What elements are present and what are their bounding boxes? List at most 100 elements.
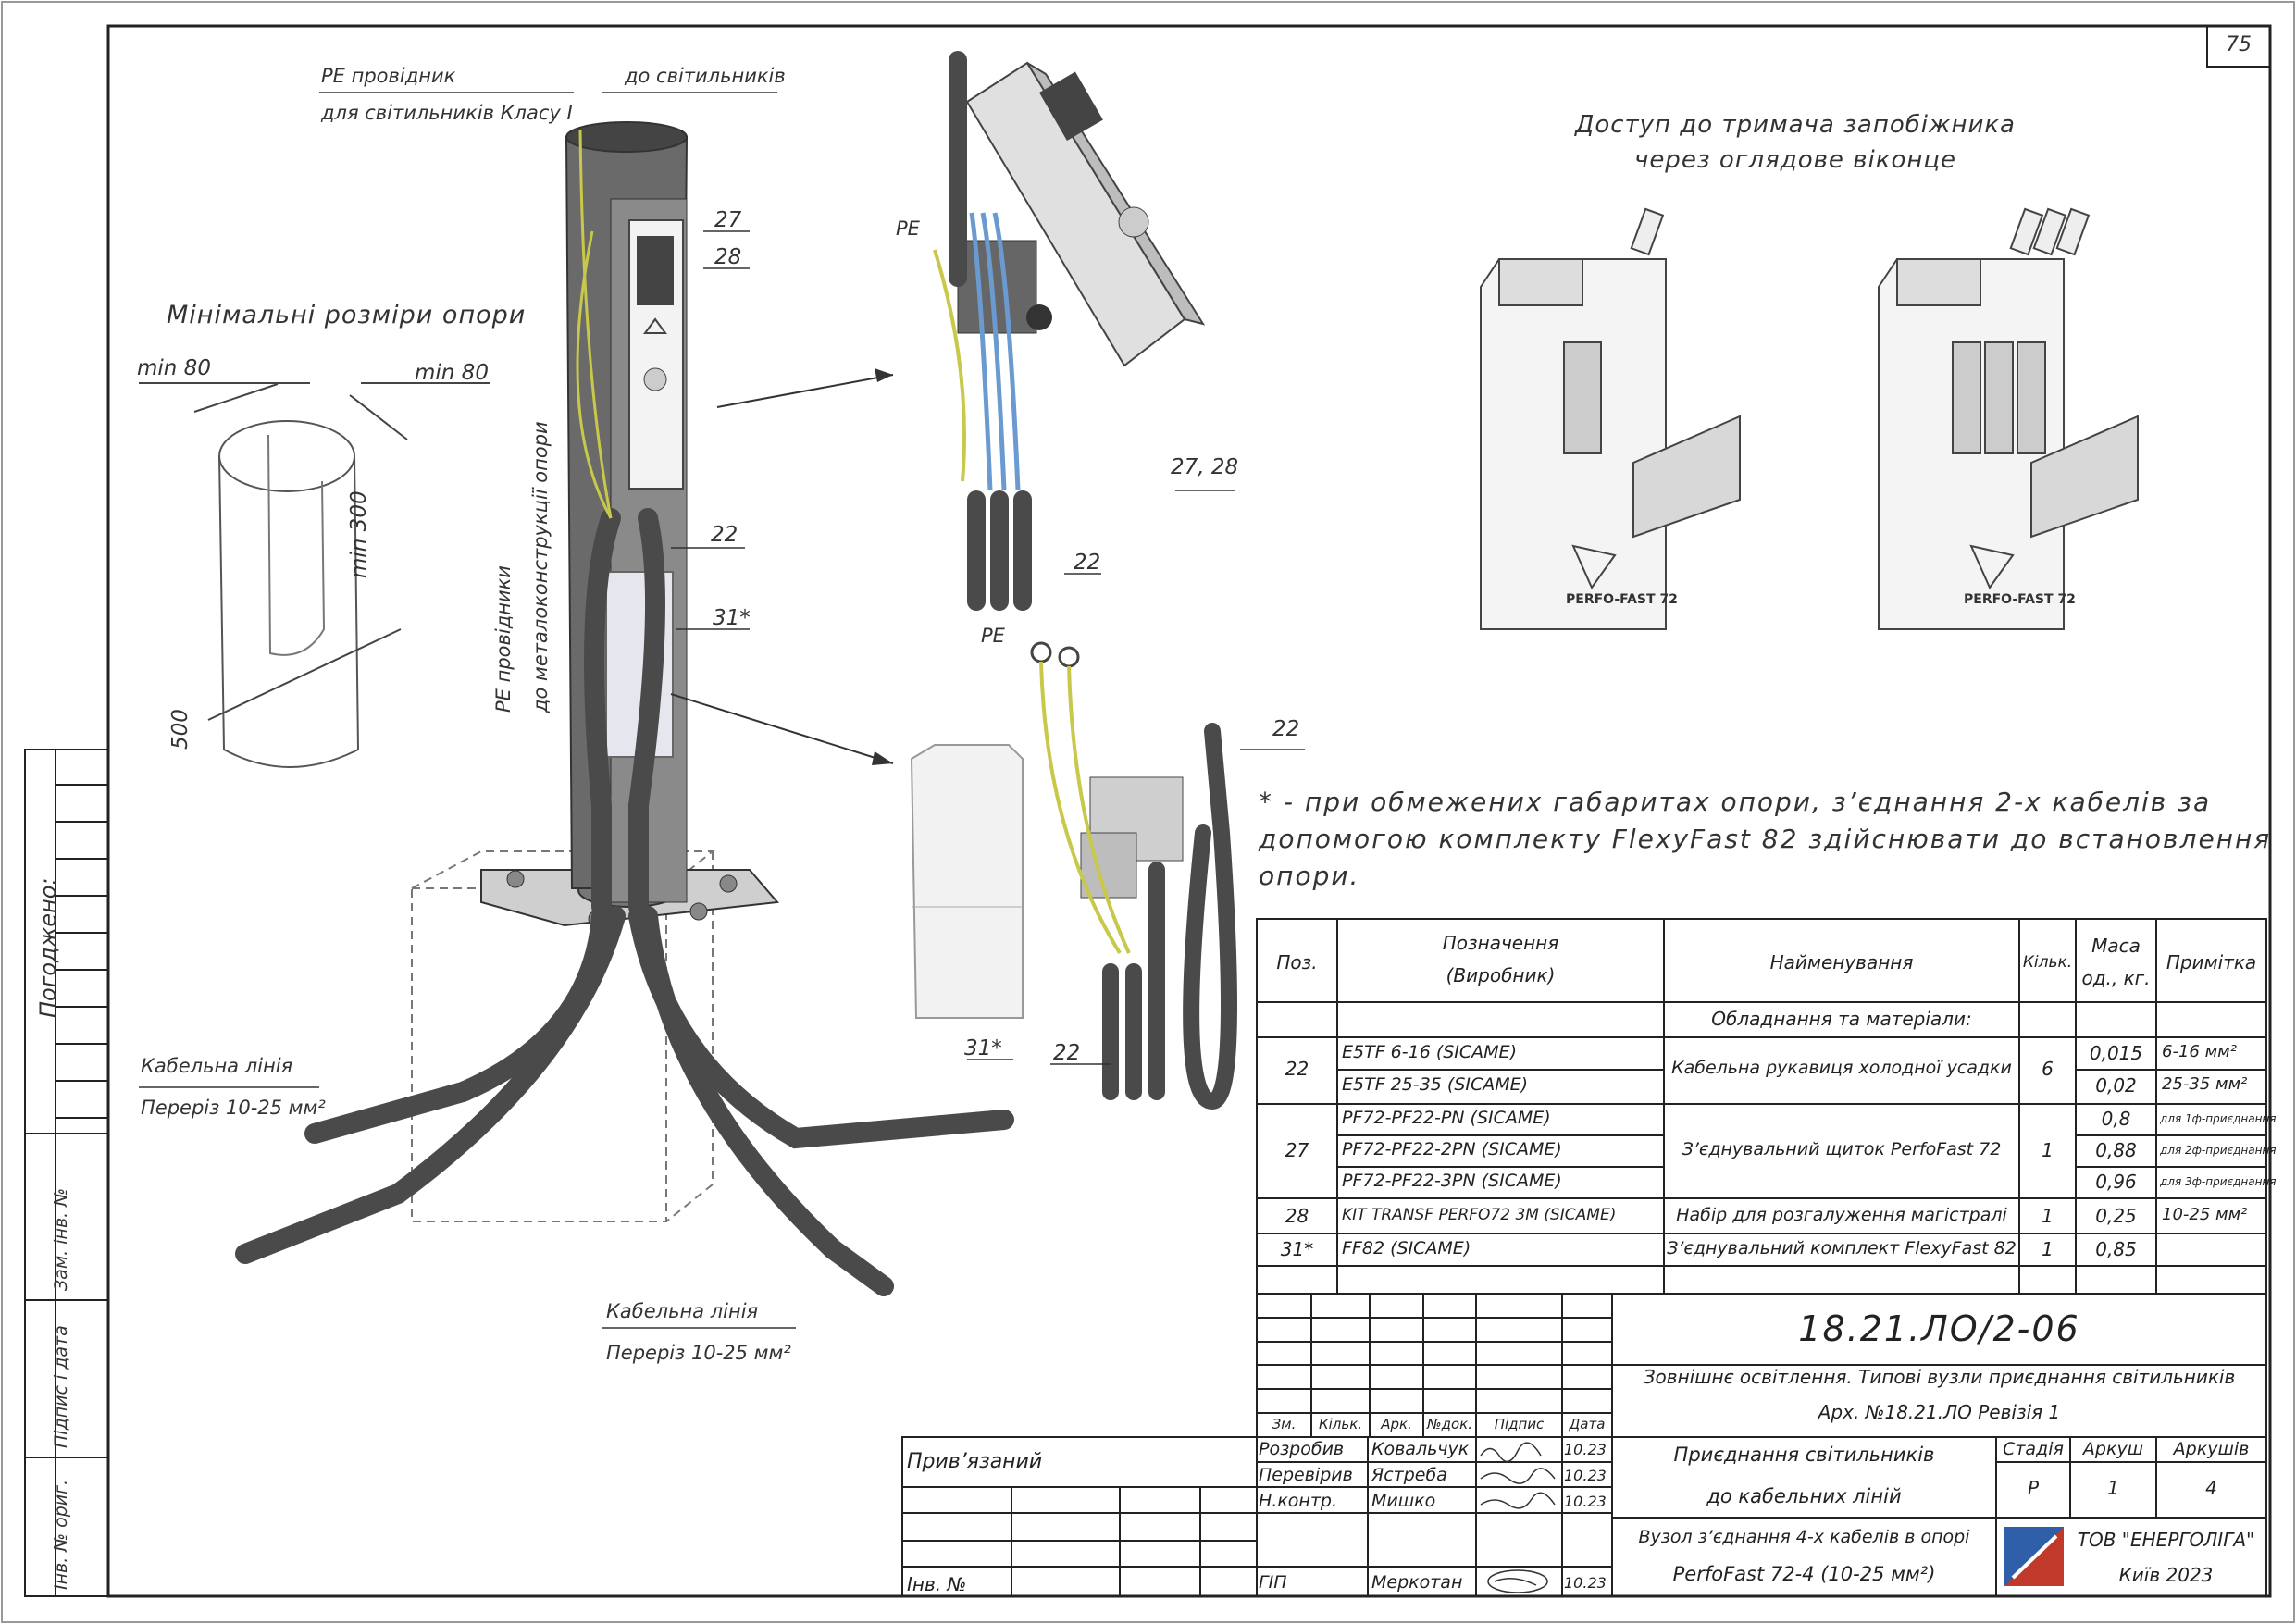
staff-name-2: Ястреба bbox=[1371, 1465, 1447, 1485]
arrow-to-box bbox=[716, 374, 894, 408]
junction-box-on-pole bbox=[628, 219, 684, 490]
perfo-fast-label-2: PERFO-FAST 72 bbox=[1964, 592, 2076, 607]
spec-row-22-mass-1: 0,015 bbox=[2089, 1042, 2143, 1064]
pe-conductors-vertical-2: до металоконструкції опори bbox=[529, 421, 552, 713]
min300-label: min 300 bbox=[347, 490, 371, 578]
side-stamp bbox=[24, 749, 109, 1597]
spec-row-22-qty: 6 bbox=[2042, 1058, 2054, 1080]
doc-code: 18.21.ЛО/2-06 bbox=[1798, 1308, 2080, 1349]
spec-row-31-pos: 31* bbox=[1280, 1238, 1314, 1260]
cables-lower bbox=[1102, 723, 1237, 1110]
sheet-header: Аркуш bbox=[2082, 1439, 2144, 1459]
company-logo bbox=[2004, 1527, 2064, 1586]
col-header-pidpys: Підпис bbox=[1494, 1416, 1545, 1432]
fuse-access-box-1 bbox=[1480, 207, 1741, 630]
pe-wires-on-pole bbox=[576, 129, 613, 519]
arrow-to-shell bbox=[670, 693, 894, 764]
cable-line-label-left: Кабельна лінія bbox=[141, 1055, 293, 1077]
spec-header-qty: Кільк. bbox=[2022, 953, 2073, 972]
sheet-title-2: до кабельних ліній bbox=[1706, 1485, 1902, 1507]
col-header-kilk: Кільк. bbox=[1318, 1416, 1363, 1432]
staff-role-3: Н.контр. bbox=[1259, 1491, 1338, 1511]
title-block-grid bbox=[901, 1293, 2267, 1597]
sheets-header: Аркушів bbox=[2173, 1439, 2250, 1459]
spec-row-22-name: Кабельна рукавиця холодної усадки bbox=[1671, 1058, 2012, 1078]
spec-row-31-qty: 1 bbox=[2042, 1238, 2054, 1260]
spec-row-27-designation-1: PF72-PF22-PN (SICAME) bbox=[1342, 1108, 1551, 1128]
underground-cables bbox=[235, 508, 1014, 1296]
opened-junction-box bbox=[957, 61, 1206, 367]
project-title-2: Арх. №18.21.ЛО Ревізія 1 bbox=[1818, 1401, 2061, 1423]
pos-31-pole-label: 31* bbox=[713, 606, 751, 630]
spec-header-mass-2: од., кг. bbox=[2081, 967, 2151, 989]
spec-row-28-qty: 1 bbox=[2042, 1205, 2054, 1227]
stage-value: Р bbox=[2027, 1477, 2040, 1499]
spec-table-grid bbox=[1256, 918, 2267, 1295]
min-dimension-pole-sketch bbox=[139, 382, 490, 768]
cable-section-label-left: Переріз 10-25 мм² bbox=[141, 1097, 326, 1119]
access-title-1: Доступ до тримача запобіжника bbox=[1575, 111, 2016, 139]
spec-row-28-note: 10-25 мм² bbox=[2162, 1205, 2248, 1224]
staff-name-3: Мишко bbox=[1371, 1491, 1436, 1511]
spec-row-27-note-3: для 3ф-приєднання bbox=[2160, 1175, 2277, 1188]
spec-row-27-designation-3: PF72-PF22-3PN (SICAME) bbox=[1342, 1171, 1562, 1191]
spec-row-22-designation-1: E5TF 6-16 (SICAME) bbox=[1342, 1042, 1517, 1062]
spec-header-designation-1: Позначення bbox=[1442, 932, 1559, 954]
spec-row-22-note-2: 25-35 мм² bbox=[2162, 1074, 2248, 1094]
spec-header-designation-2: (Виробник) bbox=[1446, 964, 1556, 986]
col-header-ndok: №док. bbox=[1427, 1416, 1472, 1432]
side-agreed: Погоджено: bbox=[35, 877, 61, 1018]
project-title-1: Зовнішнє освітлення. Типові вузли приєдн… bbox=[1643, 1366, 2236, 1388]
pos-22-pole-label: 22 bbox=[711, 523, 738, 547]
pe-conductor-label-1: PE провідник bbox=[321, 65, 456, 87]
spec-row-31-mass: 0,85 bbox=[2095, 1238, 2137, 1260]
staff-role-2: Перевірив bbox=[1259, 1465, 1353, 1485]
min-dimensions-title: Мінімальні розміри опори bbox=[167, 301, 527, 329]
pos-31-shell-label: 31* bbox=[964, 1036, 1002, 1060]
spec-row-27-name: З’єднувальний щиток PerfoFast 72 bbox=[1682, 1139, 2002, 1159]
spec-row-22-mass-2: 0,02 bbox=[2095, 1074, 2137, 1097]
staff-date-3: 10.23 bbox=[1564, 1493, 1607, 1510]
spec-row-28-designation: KIT TRANSF PERFO72 3M (SICAME) bbox=[1342, 1206, 1617, 1224]
fuse-access-box-2 bbox=[1878, 207, 2139, 630]
side-zam-inv: Зам. інв. № bbox=[51, 1188, 71, 1291]
pos-22-lower-right-label: 22 bbox=[1272, 717, 1300, 741]
stage-header: Стадія bbox=[2003, 1439, 2064, 1459]
spec-row-22-pos: 22 bbox=[1285, 1058, 1309, 1080]
flexyfast-shell bbox=[910, 744, 1024, 1019]
cable-section-label-bottom: Переріз 10-25 мм² bbox=[606, 1342, 791, 1364]
spec-header-mass-1: Маса bbox=[2091, 935, 2141, 957]
pe-wires-lower bbox=[1039, 661, 1131, 955]
spec-row-28-name: Набір для розгалуження магістралі bbox=[1676, 1205, 2007, 1225]
spec-header-pos: Поз. bbox=[1276, 951, 1318, 973]
staff-date-1: 10.23 bbox=[1564, 1441, 1607, 1458]
perfo-fast-label-1: PERFO-FAST 72 bbox=[1566, 592, 1678, 607]
spec-row-22-note-1: 6-16 мм² bbox=[2162, 1042, 2237, 1061]
blue-wires-upper bbox=[969, 212, 1021, 491]
node-title-2: PerfoFast 72-4 (10-25 мм²) bbox=[1672, 1563, 1936, 1585]
to-luminaires-label: до світильників bbox=[625, 65, 786, 87]
sheet-title-1: Приєднання світильників bbox=[1673, 1444, 1935, 1466]
pe-wire-upper bbox=[933, 249, 966, 482]
spec-row-28-pos: 28 bbox=[1285, 1205, 1309, 1227]
spec-section-title: Обладнання та матеріали: bbox=[1711, 1008, 1972, 1030]
spec-row-27-mass-3: 0,96 bbox=[2095, 1171, 2137, 1193]
sheet-value: 1 bbox=[2107, 1477, 2119, 1499]
leader-lines bbox=[139, 92, 1305, 1329]
cables-upper bbox=[949, 51, 1032, 611]
staff-role-4: ГІП bbox=[1259, 1572, 1287, 1593]
cable-line-label-bottom: Кабельна лінія bbox=[606, 1300, 759, 1322]
spec-row-31-designation: FF82 (SICAME) bbox=[1342, 1238, 1471, 1258]
spec-row-28-mass: 0,25 bbox=[2095, 1205, 2137, 1227]
staff-name-1: Ковальчук bbox=[1371, 1439, 1470, 1459]
sheet-number: 75 bbox=[2226, 33, 2252, 56]
inv-no-label: Інв. № bbox=[907, 1573, 967, 1595]
spec-row-27-note-1: для 1ф-приєднання bbox=[2160, 1112, 2277, 1125]
pos-27-label: 27 bbox=[714, 208, 742, 232]
pos-22-lower-left-label: 22 bbox=[1053, 1041, 1081, 1065]
spec-row-22-designation-2: E5TF 25-35 (SICAME) bbox=[1342, 1074, 1529, 1095]
col-header-data: Дата bbox=[1569, 1416, 1606, 1432]
spec-row-31-name: З’єднувальний комплект FlexyFast 82 bbox=[1667, 1238, 2017, 1258]
side-signature-date: Підпис і дата bbox=[51, 1325, 71, 1448]
